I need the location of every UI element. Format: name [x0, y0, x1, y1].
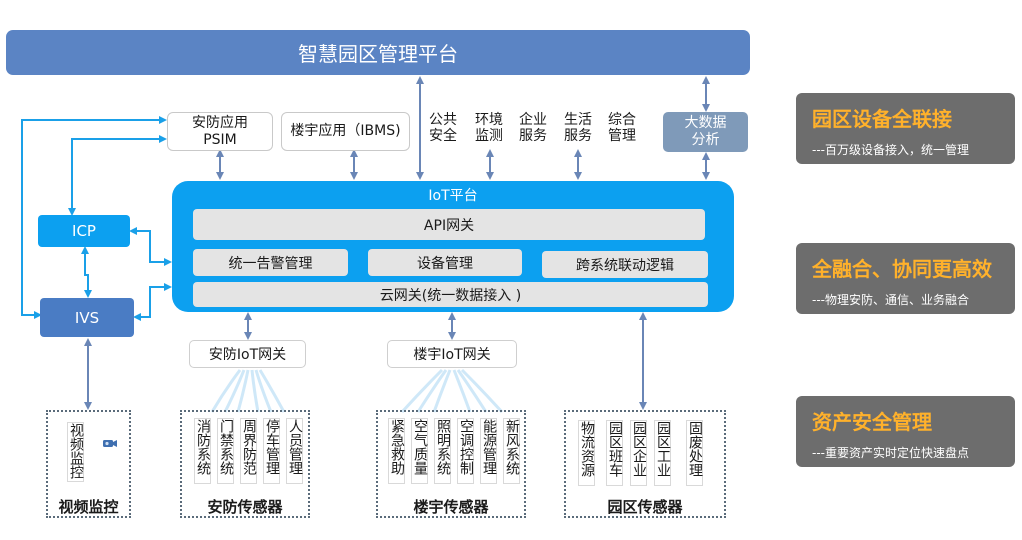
park-sensor-item: 固废处理 — [686, 420, 703, 486]
video-monitor-group: 视频监控 视频监控 — [46, 410, 131, 518]
park-management-platform: 智慧园区管理平台 — [6, 30, 750, 75]
app-integrated-mgmt: 综合 管理 — [608, 112, 636, 144]
building-sensor-item: 新风系统 — [503, 418, 520, 484]
iot-title: IoT平台 — [428, 188, 478, 204]
security-sensor-item: 人员管理 — [286, 418, 303, 484]
wireless-fan-security — [210, 369, 286, 413]
security-sensor-group: 消防系统 门禁系统 周界防范 停车管理 人员管理 安防传感器 — [180, 410, 310, 518]
feature-subtitle: ---物理安防、通信、业务融合 — [812, 293, 969, 307]
feature-title: 资产安全管理 — [812, 410, 932, 434]
building-group-label: 楼宇传感器 — [413, 498, 489, 516]
arrow-psim-icp — [68, 135, 167, 216]
cross-system-linkage: 跨系统联动逻辑 — [542, 251, 708, 278]
security-sensor-item: 停车管理 — [263, 418, 280, 484]
video-group-label: 视频监控 — [58, 498, 119, 516]
security-iot-gateway: 安防IoT网关 — [189, 340, 306, 368]
feature-card-connectivity: 园区设备全联接 ---百万级设备接入，统一管理 — [796, 93, 1015, 164]
platform-title: 智慧园区管理平台 — [298, 42, 458, 66]
device-mgmt: 设备管理 — [368, 249, 522, 276]
building-sensor-item: 照明系统 — [434, 418, 451, 484]
api-gateway: API网关 — [193, 209, 705, 240]
app-ibms: 楼宇应用（IBMS) — [281, 112, 410, 151]
security-group-label: 安防传感器 — [207, 498, 283, 516]
arrow-ivs-iot — [133, 283, 172, 321]
cloud-gateway: 云网关(统一数据接入 ) — [193, 282, 708, 307]
feature-subtitle: ---百万级设备接入，统一管理 — [812, 143, 969, 157]
security-sensor-item: 周界防范 — [240, 418, 257, 484]
feature-title: 全融合、协同更高效 — [812, 257, 992, 281]
building-sensor-item: 能源管理 — [480, 418, 497, 484]
feature-subtitle: ---重要资产实时定位快速盘点 — [812, 446, 969, 460]
arrow-icp-iot — [129, 227, 172, 266]
park-sensor-group: 物流资源 园区班车 园区企业 园区工业 固废处理 园区传感器 — [564, 410, 726, 518]
app-public-safety: 公共 安全 — [429, 112, 457, 144]
app-psim: 安防应用 PSIM — [167, 112, 273, 151]
app-enterprise-service: 企业 服务 — [519, 112, 547, 144]
building-sensor-item: 紧急救助 — [388, 418, 405, 484]
unified-alarm-mgmt: 统一告警管理 — [193, 249, 348, 276]
app-life-service: 生活 服务 — [564, 112, 592, 144]
bigdata-analysis: 大数据 分析 — [663, 112, 748, 152]
feature-card-asset-security: 资产安全管理 ---重要资产实时定位快速盘点 — [796, 396, 1015, 467]
icp-box: ICP — [38, 215, 130, 247]
security-sensor-item: 消防系统 — [194, 418, 211, 484]
building-sensor-item: 空调控制 — [457, 418, 474, 484]
feature-title: 园区设备全联接 — [812, 107, 952, 131]
camera-icon — [103, 440, 117, 447]
park-sensor-item: 园区企业 — [630, 420, 647, 486]
iot-platform: IoT平台 API网关 统一告警管理 设备管理 跨系统联动逻辑 云网关(统一数据… — [172, 181, 734, 312]
park-sensor-item: 园区工业 — [654, 420, 671, 486]
ivs-box: IVS — [40, 298, 134, 337]
feature-card-fusion: 全融合、协同更高效 ---物理安防、通信、业务融合 — [796, 243, 1015, 314]
wireless-fan-building — [400, 368, 504, 414]
park-sensor-item: 物流资源 — [578, 420, 595, 486]
video-monitor-item: 视频监控 — [67, 422, 84, 482]
arrow-icp-ivs — [81, 246, 92, 298]
app-env-monitor: 环境 监测 — [475, 112, 503, 144]
building-sensor-item: 空气质量 — [411, 418, 428, 484]
security-sensor-item: 门禁系统 — [217, 418, 234, 484]
park-group-label: 园区传感器 — [607, 498, 683, 516]
building-sensor-group: 紧急救助 空气质量 照明系统 空调控制 能源管理 新风系统 楼宇传感器 — [376, 410, 526, 518]
park-sensor-item: 园区班车 — [606, 420, 623, 486]
building-iot-gateway: 楼宇IoT网关 — [387, 340, 517, 368]
